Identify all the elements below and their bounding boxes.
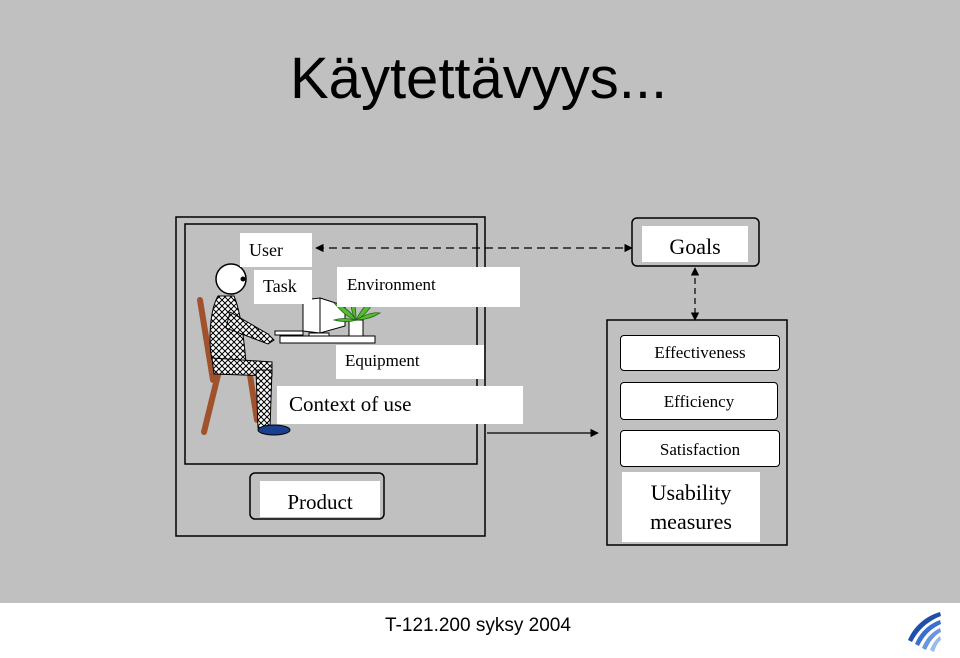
context-of-use-frame xyxy=(184,223,478,465)
usability-measures-line-2: measures xyxy=(650,509,732,534)
equipment-label: Equipment xyxy=(336,345,484,379)
efficiency-box: Efficiency xyxy=(620,382,778,420)
user-label: User xyxy=(240,233,312,267)
slide-title: Käytettävyys... xyxy=(290,46,668,111)
university-logo-icon xyxy=(908,612,941,652)
product-frame xyxy=(175,216,486,537)
footer-course-code: T-121.200 syksy 2004 xyxy=(385,615,571,636)
product-inner xyxy=(260,481,380,517)
effectiveness-box: Effectiveness xyxy=(620,335,780,371)
goals-label: Goals xyxy=(669,234,720,259)
product-label: Product xyxy=(287,490,352,514)
context-of-use-label: Context of use xyxy=(277,386,523,424)
usability-measures-line-1: Usability xyxy=(650,480,732,505)
task-label: Task xyxy=(254,270,312,304)
goals-inner xyxy=(642,226,748,262)
usability-diagram: Goals Product xyxy=(175,216,788,546)
person-at-desk-illustration xyxy=(197,263,382,436)
satisfaction-box: Satisfaction xyxy=(620,430,780,467)
environment-label: Environment xyxy=(337,267,520,307)
usability-measures-label: Usability measures xyxy=(622,472,760,542)
